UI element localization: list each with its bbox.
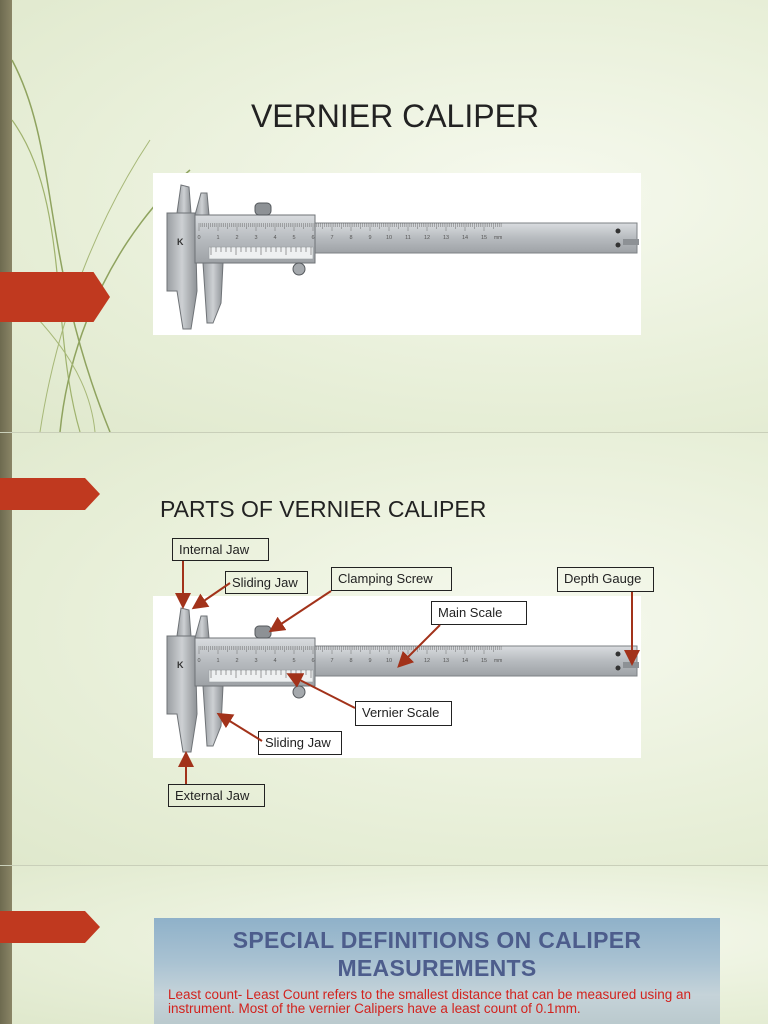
main-scale-number: 14 <box>462 658 468 664</box>
main-scale-number: 0 <box>197 658 200 664</box>
depth-rod <box>623 662 639 668</box>
slide-left-bar <box>0 0 12 432</box>
main-scale-number: 14 <box>462 235 468 241</box>
main-scale-number: 8 <box>349 235 352 241</box>
sliding-internal-jaw <box>194 615 210 639</box>
main-scale-number: 3 <box>254 235 257 241</box>
main-scale-number: 2 <box>235 658 238 664</box>
main-scale-number: 3 <box>254 658 257 664</box>
main-scale-number: 13 <box>443 235 449 241</box>
banner-title: SPECIAL DEFINITIONS ON CALIPER MEASUREME… <box>232 927 642 981</box>
sliding-internal-jaw <box>194 192 210 216</box>
label-sliding-jaw-top: Sliding Jaw <box>225 571 308 594</box>
main-scale-number: 11 <box>405 658 411 664</box>
main-scale-number: 12 <box>424 658 430 664</box>
main-scale-number: 9 <box>368 235 371 241</box>
main-scale-number: 12 <box>424 235 430 241</box>
main-scale-number: 11 <box>405 235 411 241</box>
main-scale-number: 4 <box>273 235 276 241</box>
least-count-definition: Least count- Least Count refers to the s… <box>168 987 692 1016</box>
label-depth-gauge: Depth Gauge <box>557 567 654 592</box>
main-scale-number: 13 <box>443 658 449 664</box>
thumb-wheel <box>292 685 306 699</box>
label-internal-jaw: Internal Jaw <box>172 538 269 561</box>
main-scale-number: 2 <box>235 235 238 241</box>
main-scale-number: 1 <box>216 235 219 241</box>
sliding-external-jaw <box>202 262 224 324</box>
slide-left-bar <box>0 866 12 1024</box>
main-scale-number: 15 <box>481 235 487 241</box>
main-scale-number: 0 <box>197 235 200 241</box>
main-scale-number: 5 <box>292 658 295 664</box>
slide-left-bar <box>0 433 12 865</box>
slide-separator <box>0 432 768 433</box>
main-scale-number: 10 <box>386 235 392 241</box>
beam-hole <box>615 228 621 234</box>
beam-hole <box>615 651 621 657</box>
clamping-screw <box>254 202 272 216</box>
main-scale-number: 1 <box>216 658 219 664</box>
depth-rod <box>623 239 639 245</box>
slide-marker-tab <box>0 272 110 322</box>
slide-marker-tab <box>0 911 100 943</box>
fixed-external-jaw <box>166 635 198 753</box>
fixed-internal-jaw <box>176 184 192 214</box>
slide-title: VERNIER CALIPER <box>250 98 540 134</box>
main-scale-number: 7 <box>330 235 333 241</box>
thumb-wheel <box>292 262 306 276</box>
beam-hole <box>615 242 621 248</box>
main-scale-number: 7 <box>330 658 333 664</box>
fixed-external-jaw <box>166 212 198 330</box>
slide-marker-tab <box>0 478 100 510</box>
fixed-internal-jaw <box>176 607 192 637</box>
slide-title: PARTS OF VERNIER CALIPER <box>160 496 487 522</box>
label-clamping-screw: Clamping Screw <box>331 567 452 591</box>
label-sliding-jaw-bottom: Sliding Jaw <box>258 731 342 755</box>
clamping-screw <box>254 625 272 639</box>
main-scale-unit: mm <box>494 658 502 664</box>
brand-mark: K <box>177 237 184 247</box>
main-scale-unit: mm <box>494 235 502 241</box>
definitions-banner: SPECIAL DEFINITIONS ON CALIPER MEASUREME… <box>154 918 720 1024</box>
main-scale-number: 9 <box>368 658 371 664</box>
label-vernier-scale: Vernier Scale <box>355 701 452 726</box>
slide-special-definitions: SPECIAL DEFINITIONS ON CALIPER MEASUREME… <box>0 866 768 1024</box>
main-scale-number: 6 <box>311 235 314 241</box>
main-scale-number: 4 <box>273 658 276 664</box>
main-scale-number: 8 <box>349 658 352 664</box>
label-main-scale: Main Scale <box>431 601 527 625</box>
sliding-external-jaw <box>202 685 224 747</box>
main-scale-number: 10 <box>386 658 392 664</box>
main-scale-number: 6 <box>311 658 314 664</box>
slide-separator <box>0 865 768 866</box>
label-external-jaw: External Jaw <box>168 784 265 807</box>
brand-mark: K <box>177 660 184 670</box>
main-scale-number: 5 <box>292 235 295 241</box>
main-scale-number: 15 <box>481 658 487 664</box>
beam-hole <box>615 665 621 671</box>
